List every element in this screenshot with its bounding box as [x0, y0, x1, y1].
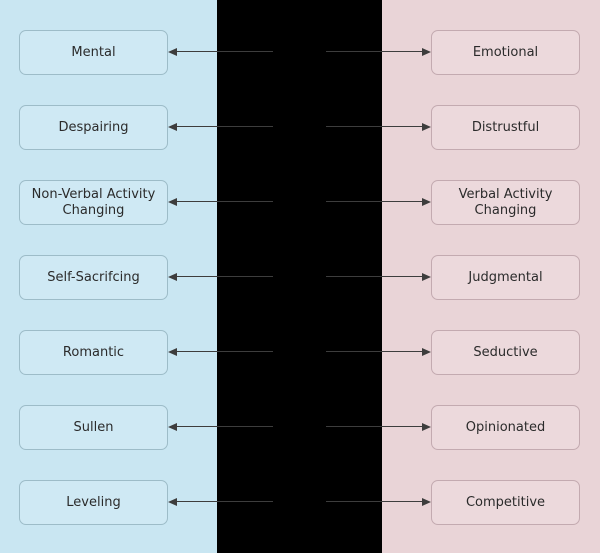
arrow-left-icon	[168, 422, 273, 431]
arrow-head-left-icon	[168, 347, 177, 356]
trait-row: Self-Sacrifcing Judgmental	[0, 255, 600, 300]
right-trait-node[interactable]: Emotional	[431, 30, 580, 75]
left-trait-label: Self-Sacrifcing	[47, 269, 140, 285]
arrow-head-right-icon	[422, 272, 431, 281]
trait-row: Non-Verbal Activity Changing Verbal Activ…	[0, 180, 600, 225]
arrow-line	[176, 426, 273, 427]
arrow-left-icon	[168, 122, 273, 131]
left-trait-label: Sullen	[73, 419, 114, 435]
left-trait-node[interactable]: Non-Verbal Activity Changing	[19, 180, 168, 225]
left-trait-node[interactable]: Despairing	[19, 105, 168, 150]
arrow-line	[326, 351, 423, 352]
arrow-line	[326, 51, 423, 52]
trait-row: Despairing Distrustful	[0, 105, 600, 150]
arrow-left-icon	[168, 347, 273, 356]
right-trait-node[interactable]: Verbal Activity Changing	[431, 180, 580, 225]
arrow-right-icon	[326, 122, 431, 131]
right-trait-label: Seductive	[473, 344, 538, 360]
arrow-left-icon	[168, 197, 273, 206]
left-trait-node[interactable]: Self-Sacrifcing	[19, 255, 168, 300]
right-trait-label: Judgmental	[468, 269, 543, 285]
arrow-line	[326, 201, 423, 202]
arrow-left-icon	[168, 497, 273, 506]
right-trait-label: Opinionated	[465, 419, 546, 435]
arrow-right-icon	[326, 197, 431, 206]
arrow-line	[176, 201, 273, 202]
left-trait-node[interactable]: Romantic	[19, 330, 168, 375]
right-trait-label: Emotional	[472, 44, 539, 60]
right-trait-node[interactable]: Judgmental	[431, 255, 580, 300]
arrow-head-right-icon	[422, 122, 431, 131]
left-trait-label: Leveling	[66, 494, 121, 510]
arrow-right-icon	[326, 497, 431, 506]
right-trait-label: Competitive	[465, 494, 546, 510]
arrow-line	[176, 351, 273, 352]
arrow-head-right-icon	[422, 197, 431, 206]
arrow-line	[176, 501, 273, 502]
left-trait-node[interactable]: Sullen	[19, 405, 168, 450]
right-trait-node[interactable]: Distrustful	[431, 105, 580, 150]
arrow-head-left-icon	[168, 497, 177, 506]
left-trait-node[interactable]: Mental	[19, 30, 168, 75]
arrow-line	[176, 126, 273, 127]
left-trait-label: Non-Verbal Activity Changing	[31, 186, 156, 218]
trait-row: Leveling Competitive	[0, 480, 600, 525]
arrow-right-icon	[326, 422, 431, 431]
arrow-right-icon	[326, 47, 431, 56]
left-trait-label: Mental	[71, 44, 116, 60]
right-trait-label: Verbal Activity Changing	[458, 186, 553, 218]
arrow-line	[326, 126, 423, 127]
arrow-head-right-icon	[422, 47, 431, 56]
left-trait-label: Romantic	[62, 344, 125, 360]
arrow-head-right-icon	[422, 422, 431, 431]
right-trait-node[interactable]: Opinionated	[431, 405, 580, 450]
right-trait-node[interactable]: Seductive	[431, 330, 580, 375]
arrow-line	[326, 426, 423, 427]
right-trait-label: Distrustful	[471, 119, 540, 135]
arrow-head-left-icon	[168, 272, 177, 281]
arrow-right-icon	[326, 272, 431, 281]
arrow-left-icon	[168, 272, 273, 281]
trait-row: Sullen Opinionated	[0, 405, 600, 450]
arrow-head-left-icon	[168, 197, 177, 206]
arrow-head-right-icon	[422, 347, 431, 356]
arrow-line	[176, 276, 273, 277]
right-trait-node[interactable]: Competitive	[431, 480, 580, 525]
trait-row: Romantic Seductive	[0, 330, 600, 375]
arrow-head-left-icon	[168, 47, 177, 56]
arrow-line	[326, 276, 423, 277]
arrow-head-right-icon	[422, 497, 431, 506]
left-trait-node[interactable]: Leveling	[19, 480, 168, 525]
arrow-line	[326, 501, 423, 502]
arrow-right-icon	[326, 347, 431, 356]
arrow-head-left-icon	[168, 122, 177, 131]
arrow-left-icon	[168, 47, 273, 56]
arrow-head-left-icon	[168, 422, 177, 431]
arrow-line	[176, 51, 273, 52]
left-trait-label: Despairing	[58, 119, 129, 135]
trait-row: Mental Emotional	[0, 30, 600, 75]
